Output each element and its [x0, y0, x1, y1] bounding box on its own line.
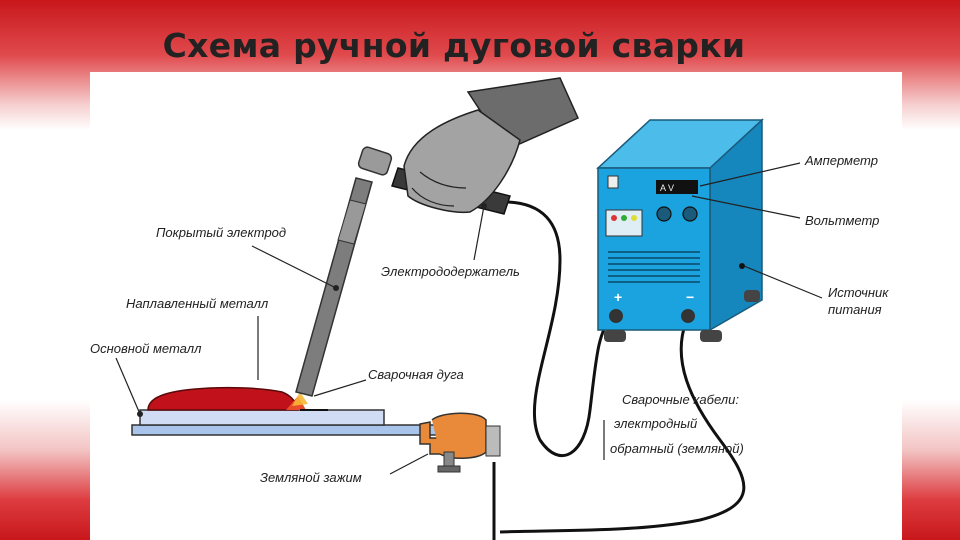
power-source-label-line2: питания: [828, 302, 882, 317]
welding-arc-label: Сварочная дуга: [368, 367, 464, 382]
return-cable: [492, 321, 746, 540]
welding-glove: [403, 77, 579, 214]
svg-text:+: +: [614, 289, 622, 305]
ground-clamp: [419, 412, 501, 473]
base-metal-plate: [139, 409, 385, 426]
electrode-holder-label: Электрододержатель: [381, 264, 520, 279]
welding-arc-glow: [292, 392, 308, 406]
ground-clamp-label: Земляной зажим: [260, 470, 362, 485]
electrode-cable: [497, 200, 614, 458]
slide-title: Схема ручной дуговой сварки: [162, 26, 746, 65]
power-source: A V + −: [596, 118, 764, 342]
leader-lines: [115, 162, 823, 475]
electrode-cable-label: электродный: [614, 416, 698, 431]
base-metal-label: Основной металл: [90, 341, 202, 356]
deposited-metal-label: Наплавленный металл: [126, 296, 269, 311]
voltmeter-label: Вольтметр: [805, 213, 880, 228]
svg-text:−: −: [686, 289, 694, 305]
power-source-label-line1: Источник: [828, 285, 889, 300]
ammeter-label: Амперметр: [805, 153, 878, 168]
return-cable-label: обратный (земляной): [610, 441, 744, 456]
coated-electrode-label: Покрытый электрод: [156, 225, 287, 240]
base-plate-lower: [131, 424, 461, 436]
deposited-metal: [147, 386, 299, 411]
svg-text:A V: A V: [660, 183, 674, 193]
welding-cables-label: Сварочные кабели:: [622, 392, 739, 407]
